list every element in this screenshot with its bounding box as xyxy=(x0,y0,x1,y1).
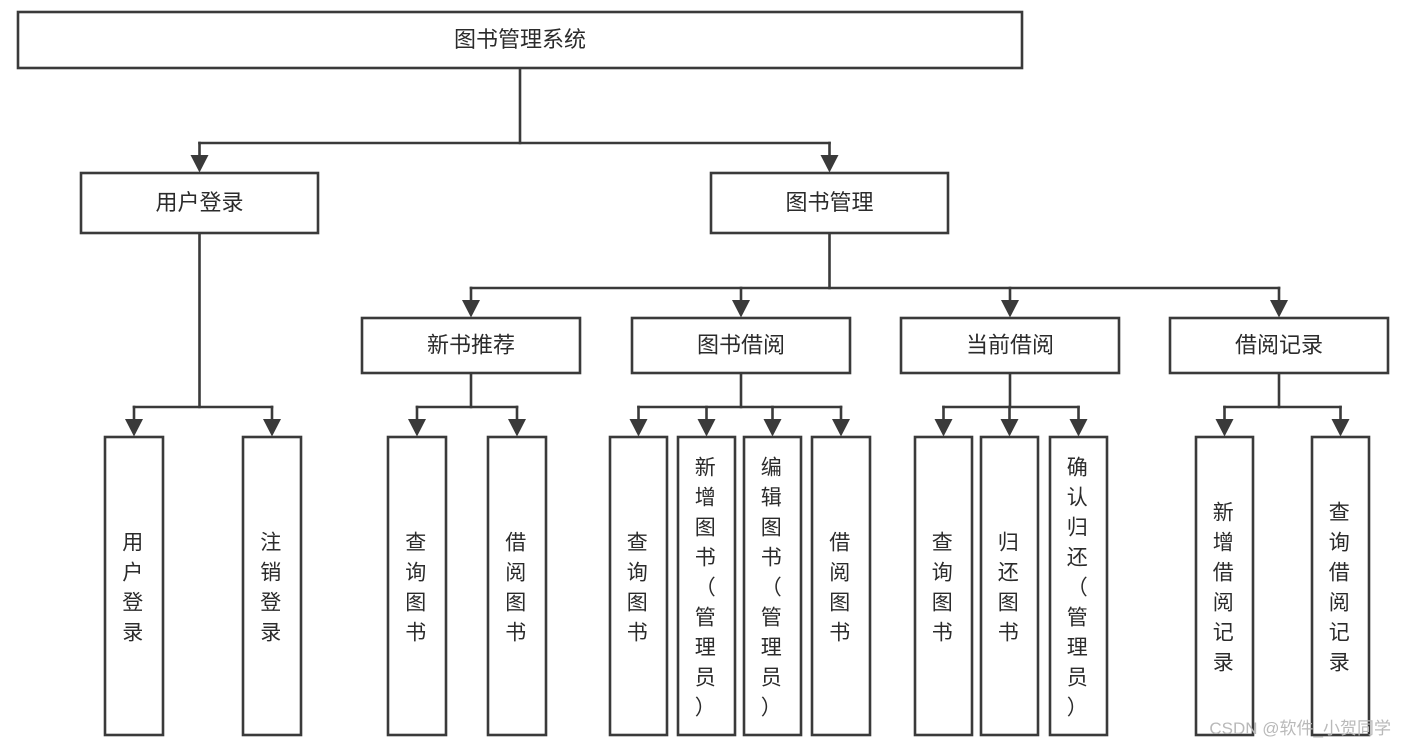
node-借阅图书[interactable]: 借阅图书 xyxy=(486,435,548,737)
node-label-当前借阅: 当前借阅 xyxy=(966,332,1054,357)
node-label-确认归还管理员: 确认归还（管理员） xyxy=(1067,456,1091,719)
node-新增借阅记录[interactable]: 新增借阅记录 xyxy=(1194,435,1255,737)
node-box-新书推荐 xyxy=(360,316,582,375)
node-借阅记录[interactable]: 借阅记录 xyxy=(1168,316,1390,375)
node-图书管理系统[interactable]: 图书管理系统 xyxy=(16,10,1024,70)
node-box-查询图书 xyxy=(913,435,974,737)
node-label-图书借阅: 图书借阅 xyxy=(697,332,785,357)
node-box-当前借阅 xyxy=(899,316,1121,375)
node-当前借阅[interactable]: 当前借阅 xyxy=(899,316,1121,375)
node-用户登录[interactable]: 用户登录 xyxy=(79,171,320,235)
arrow-head-编辑图书管理员 xyxy=(763,419,782,437)
node-label-用户登录: 用户登录 xyxy=(122,531,146,644)
node-新书推荐[interactable]: 新书推荐 xyxy=(360,316,582,375)
arrow-head-新增借阅记录 xyxy=(1215,419,1234,437)
node-查询图书[interactable]: 查询图书 xyxy=(386,435,448,737)
node-查询图书[interactable]: 查询图书 xyxy=(913,435,974,737)
arrow-head-确认归还管理员 xyxy=(1069,419,1088,437)
node-box-新增图书管理员 xyxy=(676,435,737,737)
arrow-head-当前借阅 xyxy=(1001,300,1019,318)
node-label-用户登录: 用户登录 xyxy=(155,190,243,215)
node-查询图书[interactable]: 查询图书 xyxy=(608,435,669,737)
node-label-注销登录: 注销登录 xyxy=(260,531,284,644)
arrow-head-查询借阅记录 xyxy=(1331,419,1350,437)
connector-edges xyxy=(125,66,1350,437)
node-label-图书管理: 图书管理 xyxy=(785,190,873,215)
node-box-图书管理系统 xyxy=(16,10,1024,70)
arrow-head-归还图书 xyxy=(1000,419,1019,437)
node-图书管理[interactable]: 图书管理 xyxy=(709,171,950,235)
node-label-查询借阅记录: 查询借阅记录 xyxy=(1329,501,1353,674)
node-box-新增借阅记录 xyxy=(1194,435,1255,737)
arrow-head-图书借阅 xyxy=(732,300,750,318)
node-编辑图书管理员[interactable]: 编辑图书（管理员） xyxy=(742,435,803,737)
arrow-head-借阅记录 xyxy=(1270,300,1288,318)
node-label-新书推荐: 新书推荐 xyxy=(427,332,515,357)
node-借阅图书[interactable]: 借阅图书 xyxy=(810,435,872,737)
node-label-借阅记录: 借阅记录 xyxy=(1235,332,1323,357)
arrow-head-新书推荐 xyxy=(462,300,480,318)
node-label-借阅图书: 借阅图书 xyxy=(505,531,529,644)
node-box-借阅记录 xyxy=(1168,316,1390,375)
arrow-head-查询图书 xyxy=(934,419,953,437)
node-label-新增图书管理员: 新增图书（管理员） xyxy=(695,456,719,719)
node-图书借阅[interactable]: 图书借阅 xyxy=(630,316,852,375)
node-label-查询图书: 查询图书 xyxy=(627,531,651,644)
node-新增图书管理员[interactable]: 新增图书（管理员） xyxy=(676,435,737,737)
watermark-label: CSDN @软件_小贺同学 xyxy=(1209,719,1391,738)
node-归还图书[interactable]: 归还图书 xyxy=(979,435,1040,737)
node-label-归还图书: 归还图书 xyxy=(998,531,1022,644)
node-查询借阅记录[interactable]: 查询借阅记录 xyxy=(1310,435,1371,737)
arrow-head-用户登录 xyxy=(190,155,209,173)
node-确认归还管理员[interactable]: 确认归还（管理员） xyxy=(1048,435,1109,737)
arrow-head-图书管理 xyxy=(820,155,839,173)
node-box-编辑图书管理员 xyxy=(742,435,803,737)
arrow-head-借阅图书 xyxy=(508,419,526,437)
node-注销登录[interactable]: 注销登录 xyxy=(241,435,303,737)
node-label-查询图书: 查询图书 xyxy=(932,531,956,644)
node-label-编辑图书管理员: 编辑图书（管理员） xyxy=(761,456,785,719)
node-label-新增借阅记录: 新增借阅记录 xyxy=(1213,501,1237,674)
node-box-用户登录 xyxy=(103,435,165,737)
node-box-确认归还管理员 xyxy=(1048,435,1109,737)
node-box-注销登录 xyxy=(241,435,303,737)
arrow-head-注销登录 xyxy=(263,419,281,437)
node-box-图书管理 xyxy=(709,171,950,235)
node-label-借阅图书: 借阅图书 xyxy=(829,531,853,644)
node-用户登录[interactable]: 用户登录 xyxy=(103,435,165,737)
arrow-head-用户登录 xyxy=(125,419,143,437)
node-box-查询图书 xyxy=(386,435,448,737)
node-box-借阅图书 xyxy=(810,435,872,737)
node-box-归还图书 xyxy=(979,435,1040,737)
arrow-head-借阅图书 xyxy=(832,419,850,437)
node-box-借阅图书 xyxy=(486,435,548,737)
node-label-查询图书: 查询图书 xyxy=(405,531,429,644)
node-box-图书借阅 xyxy=(630,316,852,375)
node-box-查询图书 xyxy=(608,435,669,737)
node-box-用户登录 xyxy=(79,171,320,235)
arrow-head-查询图书 xyxy=(408,419,426,437)
node-boxes: 图书管理系统用户登录用户登录注销登录图书管理新书推荐查询图书借阅图书图书借阅查询… xyxy=(16,10,1390,737)
node-box-查询借阅记录 xyxy=(1310,435,1371,737)
arrow-head-新增图书管理员 xyxy=(697,419,716,437)
node-label-图书管理系统: 图书管理系统 xyxy=(454,27,586,52)
arrow-head-查询图书 xyxy=(629,419,648,437)
